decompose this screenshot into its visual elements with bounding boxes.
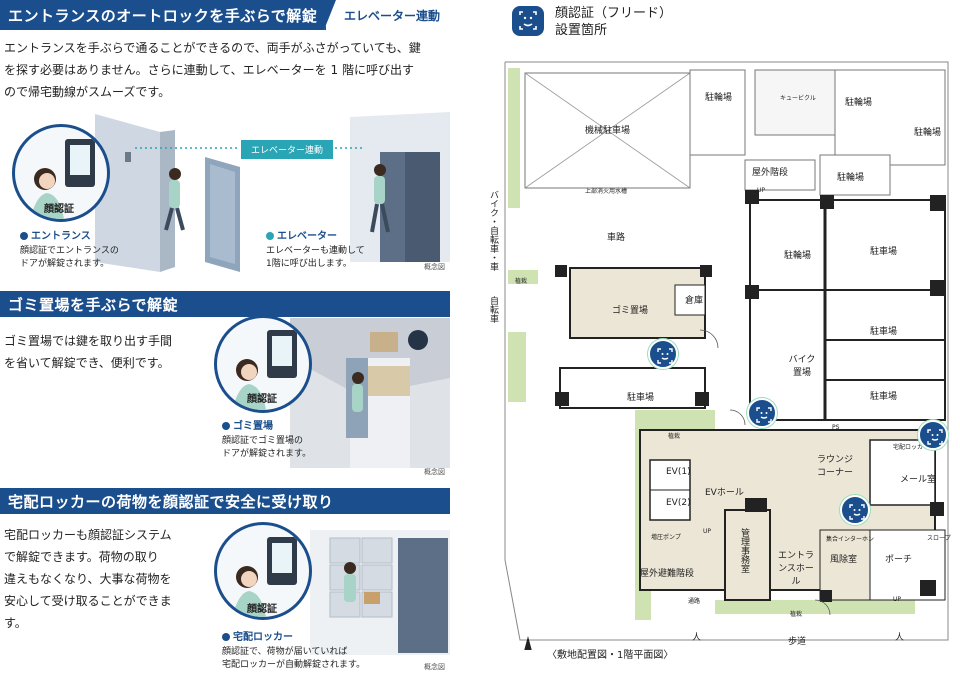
label-locker: 宅配ロッカー xyxy=(893,444,930,451)
label-up: UP xyxy=(757,187,766,194)
concept-note: 概念図 xyxy=(424,663,445,671)
room-entrance-hall: エントランスホール xyxy=(777,551,814,587)
label-person: 人 xyxy=(692,633,702,643)
desc-entrance: 顔認証でエントランスの ドアが解錠されます。 xyxy=(20,246,119,269)
label-planting: 植栽 xyxy=(515,278,528,285)
caption-garbage: ゴミ置場 xyxy=(222,417,273,432)
section-body-locker: 宅配ロッカーも顔認証システム で解錠できます。荷物の取り 違えもなくなり、大事な… xyxy=(4,528,172,630)
room-machine-parking: 機械駐車場 xyxy=(585,126,631,136)
label-up: UP xyxy=(703,528,712,535)
room-manager: 管理事務室 xyxy=(739,528,749,573)
room-bike-parking: 駐輪場 xyxy=(784,251,812,261)
face-auth-icon xyxy=(512,6,544,36)
label-bike-car-access: バイク・自転車・車 xyxy=(488,190,498,271)
face-auth-badge-entrance xyxy=(840,495,870,525)
caption-locker: 宅配ロッカー xyxy=(222,628,293,643)
room-car-parking: 駐車場 xyxy=(627,393,655,403)
room-mail: メール室 xyxy=(900,475,937,485)
label-ps: PS xyxy=(832,424,840,431)
room-bike-parking: 駐輪場 xyxy=(914,128,942,138)
caption-elevator: エレベーター xyxy=(266,227,337,242)
section-title: ゴミ置場を手ぶらで解錠 xyxy=(8,295,179,314)
elevator-link-label: エレベーター連動 xyxy=(241,140,334,159)
room-car-parking: 駐車場 xyxy=(870,327,898,337)
room-lounge: ラウンジコーナー xyxy=(816,455,853,478)
label-person: 人 xyxy=(895,633,905,643)
room-car-parking: 駐車場 xyxy=(870,247,898,257)
section-header-entrance: エントランスのオートロックを手ぶらで解錠 エレベーター連動 xyxy=(0,0,450,30)
garbage-illustration xyxy=(290,318,450,468)
room-bike-parking: 駐輪場 xyxy=(837,173,865,183)
room-windbreak: 風除室 xyxy=(830,555,858,565)
room-car-parking: 駐車場 xyxy=(870,392,898,402)
label-up: UP xyxy=(893,596,902,603)
label-planting: 植栽 xyxy=(668,433,681,440)
bullet-icon xyxy=(222,633,230,641)
label-interphone: 集合インターホン xyxy=(826,536,875,543)
room-ev2: EV(2) xyxy=(666,498,691,508)
caption-entrance: エントランス xyxy=(20,227,91,242)
room-evac-stairs: 屋外避難階段 xyxy=(640,569,695,579)
face-auth-circle-entrance xyxy=(12,124,110,222)
face-auth-badge-ev-hall xyxy=(747,398,777,428)
face-auth-badge-garbage xyxy=(648,339,678,369)
entrance-illustration xyxy=(95,112,450,272)
label-passage: 通路 xyxy=(688,598,701,605)
face-auth-circle-garbage xyxy=(214,315,312,413)
face-auth-label: 顔認証 xyxy=(247,394,277,405)
room-bike-parking: 駐輪場 xyxy=(845,98,873,108)
room-motorbike: バイク置場 xyxy=(788,355,816,378)
face-auth-label: 顔認証 xyxy=(44,204,74,215)
label-slope: スロープ xyxy=(927,535,951,542)
room-cubicle: キュービクル xyxy=(780,95,816,102)
face-auth-circle-locker xyxy=(214,522,312,620)
desc-garbage: 顔認証でゴミ置場の ドアが解錠されます。 xyxy=(222,436,312,459)
bullet-icon xyxy=(222,422,230,430)
desc-locker: 顔認証で、荷物が届いていれば 宅配ロッカーが自動解錠されます。 xyxy=(222,647,366,670)
label-sidewalk: 歩道 xyxy=(788,637,807,647)
room-porch: ポーチ xyxy=(885,555,913,565)
face-auth-label: 顔認証 xyxy=(247,604,277,615)
section-body-garbage: ゴミ置場では鍵を取り出す手間 を省いて解錠でき、便利です。 xyxy=(4,334,173,370)
label-pump: 増圧ポンプ xyxy=(651,534,681,541)
locker-illustration xyxy=(310,530,450,655)
concept-note: 概念図 xyxy=(424,468,445,476)
face-auth-badge-locker xyxy=(918,420,948,450)
plan-caption: 〈敷地配置図・1階平面図〉 xyxy=(547,650,674,661)
room-bike-parking: 駐輪場 xyxy=(705,93,733,103)
bullet-icon xyxy=(20,232,28,240)
elevator-link-tag: エレベーター連動 xyxy=(323,0,450,30)
section-body-entrance: エントランスを手ぶらで通ることができるので、両手がふさがっていても、鍵 を探す必… xyxy=(4,41,421,99)
desc-elevator: エレベーターも連動して 1階に呼び出します。 xyxy=(266,246,365,269)
section-header-locker: 宅配ロッカーの荷物を顔認証で安全に受け取り xyxy=(0,488,450,514)
room-garbage: ゴミ置場 xyxy=(612,306,649,316)
room-road: 車路 xyxy=(607,233,626,243)
concept-note: 概念図 xyxy=(424,263,445,271)
room-ev-hall: EVホール xyxy=(705,488,744,498)
room-storage: 倉庫 xyxy=(685,296,704,306)
bullet-icon xyxy=(266,232,274,240)
room-ev1: EV(1) xyxy=(666,467,691,477)
room-outdoor-stairs: 屋外階段 xyxy=(752,168,789,178)
label-fire-tank: 上部消火用水槽 xyxy=(585,188,628,195)
label-planting: 植栽 xyxy=(790,611,803,618)
label-bike-access: 自転車 xyxy=(488,296,498,323)
section-title: 宅配ロッカーの荷物を顔認証で安全に受け取り xyxy=(8,492,334,511)
section-header-garbage: ゴミ置場を手ぶらで解錠 xyxy=(0,291,450,317)
plan-title: 顔認証（フリード） 設置箇所 xyxy=(555,6,673,38)
section-title: エントランスのオートロックを手ぶらで解錠 xyxy=(8,6,318,25)
floor-plan xyxy=(504,61,949,650)
